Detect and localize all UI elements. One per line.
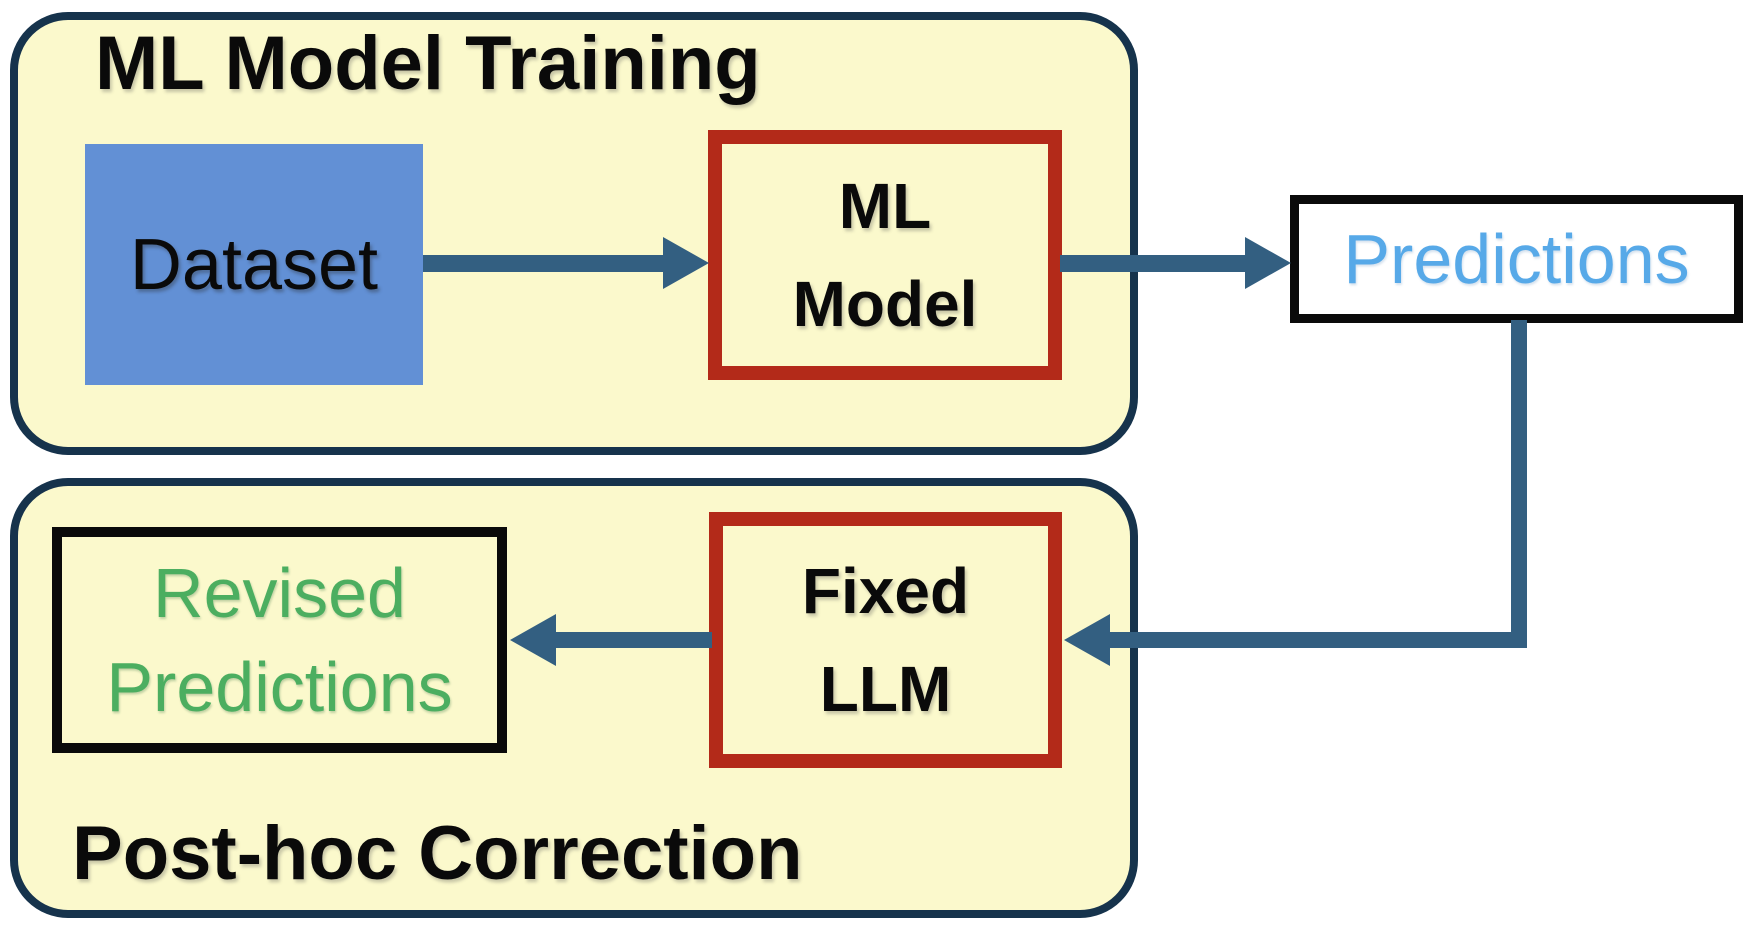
node-revised-predictions: Revised Predictions [52, 527, 507, 753]
arrow-dataset-to-ml-model-head [663, 237, 709, 289]
arrow-dataset-to-ml-model-shaft [423, 255, 671, 272]
connector-predictions-to-fixed-llm-head [1064, 614, 1110, 666]
arrow-ml-model-to-predictions-shaft [1060, 255, 1248, 272]
node-predictions: Predictions [1290, 195, 1743, 323]
panel-title-post-hoc-correction: Post-hoc Correction [72, 811, 803, 896]
node-ml-model-label-line1: ML [838, 170, 932, 242]
panel-post-hoc-correction [10, 478, 1138, 918]
panel-title-ml-model-training: ML Model Training [95, 21, 761, 106]
arrow-ml-model-to-predictions-head [1245, 237, 1291, 289]
node-fixed-llm-label-line1: Fixed [801, 555, 970, 627]
node-fixed-llm: Fixed LLM [709, 512, 1062, 768]
node-dataset: Dataset [85, 144, 423, 385]
node-revised-predictions-label-line2: Predictions [106, 648, 453, 726]
connector-predictions-to-fixed-llm-vertical [1511, 320, 1527, 645]
node-predictions-label: Predictions [1343, 220, 1690, 298]
arrow-fixed-llm-to-revised-predictions-head [510, 614, 556, 666]
node-fixed-llm-label-line2: LLM [819, 653, 952, 725]
node-ml-model-label-line2: Model [792, 268, 978, 340]
connector-predictions-to-fixed-llm-horizontal [1106, 632, 1527, 648]
node-ml-model: ML Model [708, 130, 1062, 380]
node-dataset-label: Dataset [129, 224, 379, 305]
arrow-fixed-llm-to-revised-predictions-shaft [552, 632, 712, 648]
node-revised-predictions-label-line1: Revised [153, 554, 406, 632]
